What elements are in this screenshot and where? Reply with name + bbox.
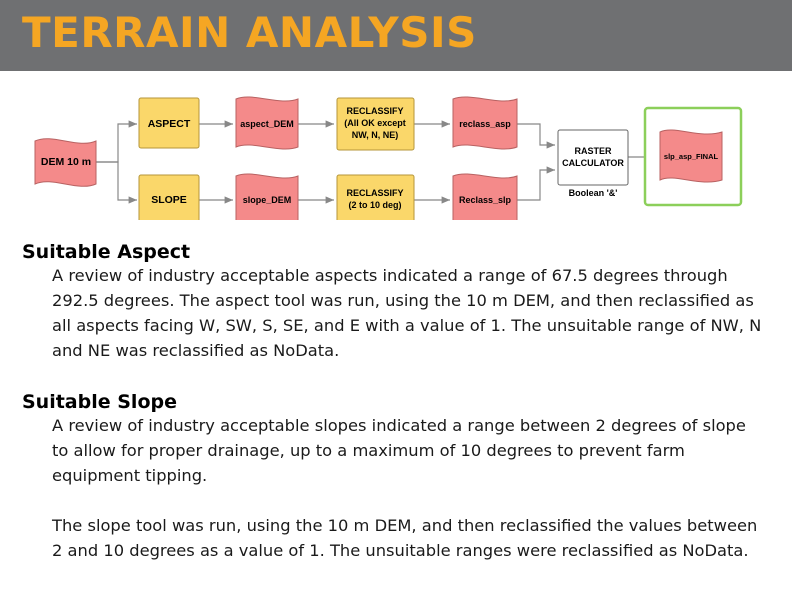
final-output-node: slp_asp_FINAL [643,106,743,207]
header-bar: TERRAIN ANALYSIS [0,0,792,71]
slope-dem-node: slope_DEM [235,173,299,220]
reclassify-aspect-line-2: (All OK except [344,118,406,128]
suitable-slope-heading: Suitable Slope [22,391,177,413]
dem-label: DEM 10 m [41,156,91,168]
raster-calculator-line-2: CALCULATOR [562,158,624,168]
arrow-reclassasp-to-calc [517,123,555,149]
connector-lines [96,120,657,204]
page-title: TERRAIN ANALYSIS [22,8,477,57]
reclassify-slope-line-1: RECLASSIFY [346,188,403,198]
arrow-dem-to-aspect [96,120,137,163]
suitable-slope-section: Suitable Slope A review of industry acce… [22,391,762,563]
arrow-dem-to-slope [96,161,137,204]
suitable-slope-body-2: The slope tool was run, using the 10 m D… [52,516,758,560]
suitable-aspect-body: A review of industry acceptable aspects … [52,266,762,360]
suitable-slope-body-1: A review of industry acceptable slopes i… [52,416,746,485]
reclassify-aspect-line-1: RECLASSIFY [346,106,403,116]
reclass-asp-label: reclass_asp [459,119,511,129]
dem-node: DEM 10 m [34,138,97,187]
raster-calculator-note: Boolean '&' [569,188,618,198]
aspect-dem-node: aspect_DEM [235,96,299,150]
slope-dem-label: slope_DEM [243,195,292,205]
raster-calculator-node: RASTER CALCULATOR Boolean '&' [557,129,629,198]
reclassify-slope-node: RECLASSIFY (2 to 10 deg) [336,174,415,220]
slope-tool-node: SLOPE [138,174,200,220]
reclassify-slope-line-2: (2 to 10 deg) [348,200,401,210]
suitable-aspect-section: Suitable Aspect A review of industry acc… [22,241,762,363]
suitable-aspect-heading: Suitable Aspect [22,241,191,263]
raster-calculator-line-1: RASTER [574,146,612,156]
reclassify-aspect-node: RECLASSIFY (All OK except NW, N, NE) [336,97,415,151]
aspect-dem-label: aspect_DEM [240,119,294,129]
final-output-label: slp_asp_FINAL [664,152,719,161]
reclass-asp-node: reclass_asp [452,96,518,150]
slope-label: SLOPE [151,194,187,206]
arrow-reclassslp-to-calc [517,166,555,201]
reclass-slp-node: Reclass_slp [452,173,518,220]
reclass-slp-label: Reclass_slp [459,195,512,205]
aspect-label: ASPECT [148,118,191,130]
reclassify-aspect-line-3: NW, N, NE) [352,130,399,140]
aspect-tool-node: ASPECT [138,97,200,149]
workflow-diagram: DEM 10 m ASPECT SLOPE aspect_DEM slope_D… [34,96,743,220]
